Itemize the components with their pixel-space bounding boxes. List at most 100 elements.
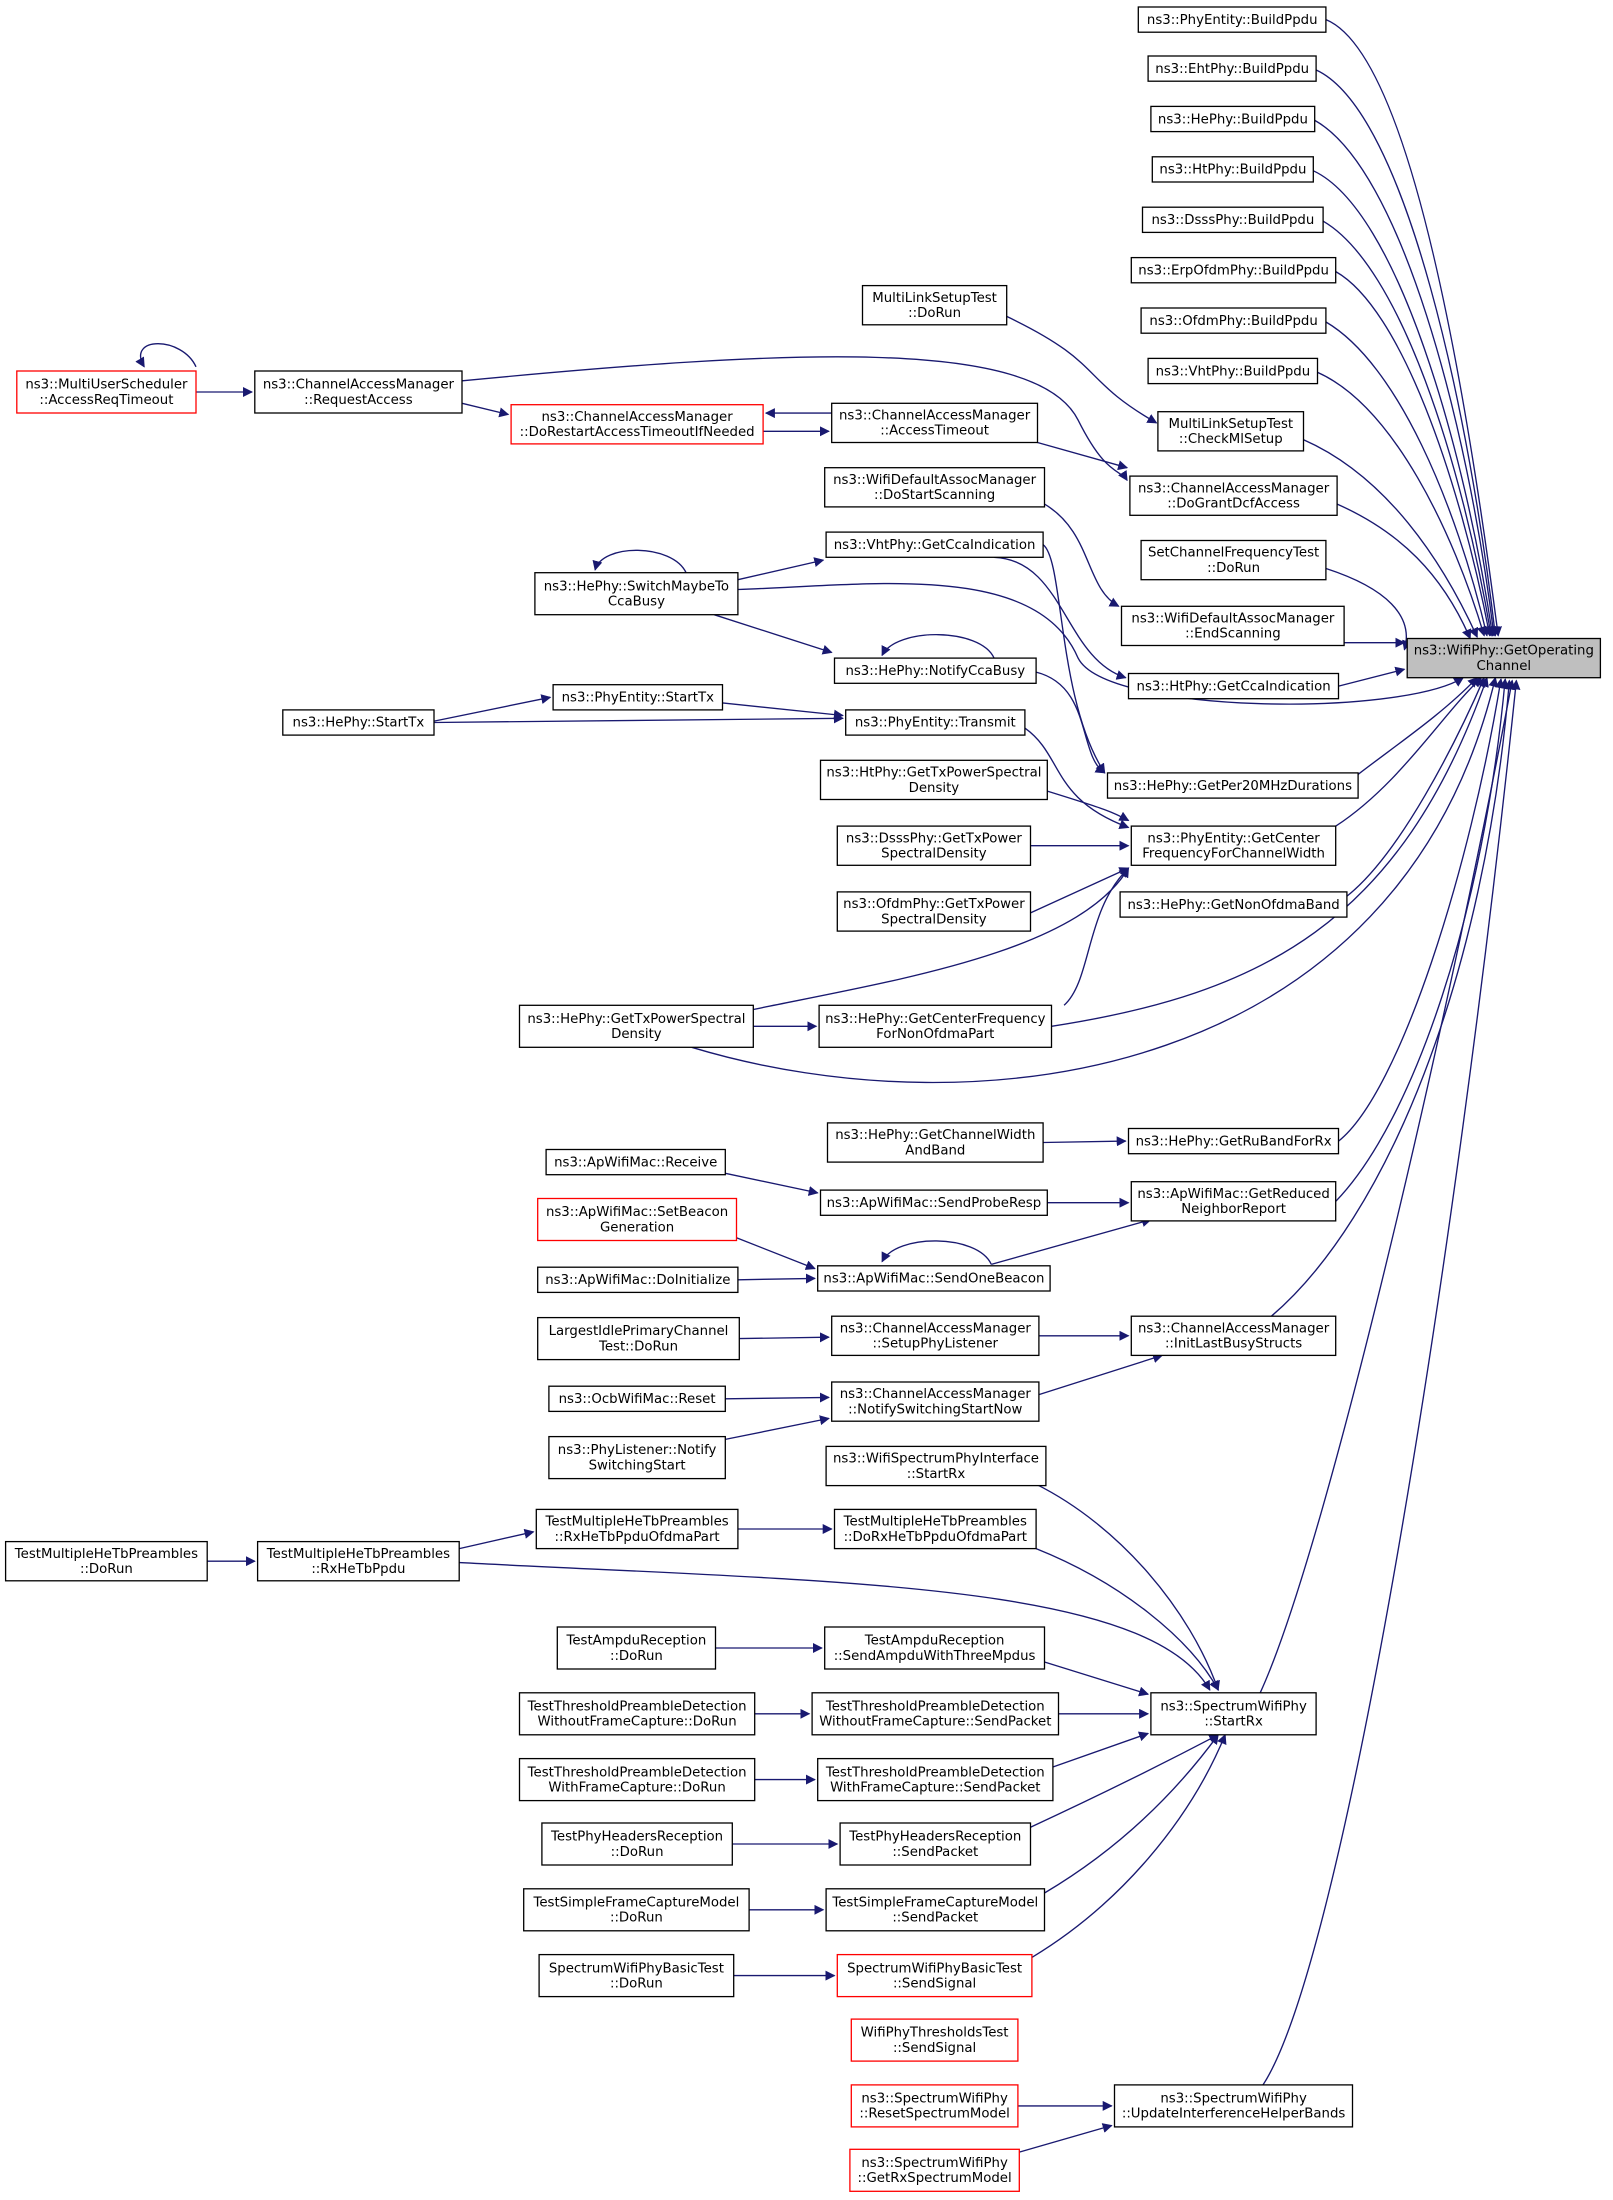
node-ofdmphy-buildppdu[interactable]: ns3::OfdmPhy::BuildPpdu bbox=[1140, 307, 1327, 334]
node-label: ns3::VhtPhy::BuildPpdu bbox=[1156, 364, 1311, 379]
node-dsssphy-buildppdu[interactable]: ns3::DsssPhy::BuildPpdu bbox=[1141, 206, 1324, 234]
node-apmac-doinit[interactable]: ns3::ApWifiMac::DoInitialize bbox=[537, 1266, 739, 1294]
node-tar-dorun[interactable]: TestAmpduReception::DoRun bbox=[556, 1626, 717, 1670]
node-ttpd-w-dorun[interactable]: TestThresholdPreambleDetectionWithFrameC… bbox=[518, 1757, 756, 1802]
node-swpbt-dorun[interactable]: SpectrumWifiPhyBasicTest::DoRun bbox=[538, 1953, 735, 1998]
node-swp-getrxmodel[interactable]: ns3::SpectrumWifiPhy::GetRxSpectrumModel bbox=[849, 2148, 1020, 2192]
node-label: ::AccessReqTimeout bbox=[39, 393, 173, 408]
node-label: TestSimpleFrameCaptureModel bbox=[831, 1896, 1038, 1911]
call-edge bbox=[1346, 676, 1486, 897]
node-phyentity-buildppdu[interactable]: ns3::PhyEntity::BuildPpdu bbox=[1137, 6, 1327, 33]
node-tmhtp-rxhetbppdu[interactable]: TestMultipleHeTbPreambles::RxHeTbPpdu bbox=[256, 1540, 460, 1582]
node-htphy-buildppdu[interactable]: ns3::HtPhy::BuildPpdu bbox=[1151, 156, 1314, 183]
node-cam-dorestart[interactable]: ns3::ChannelAccessManager::DoRestartAcce… bbox=[510, 404, 764, 445]
node-tsfcm-send[interactable]: TestSimpleFrameCaptureModel::SendPacket bbox=[825, 1888, 1046, 1932]
node-swpbt-send[interactable]: SpectrumWifiPhyBasicTest::SendSignal bbox=[836, 1953, 1033, 1998]
node-mlst-dorun[interactable]: MultiLinkSetupTest::DoRun bbox=[861, 284, 1008, 326]
node-wptt-send[interactable]: WifiPhyThresholdsTest::SendSignal bbox=[850, 2018, 1019, 2062]
node-swp-updateinterf[interactable]: ns3::SpectrumWifiPhy::UpdateInterference… bbox=[1113, 2084, 1354, 2128]
node-swp-startrx[interactable]: ns3::SpectrumWifiPhy::StartRx bbox=[1150, 1692, 1317, 1736]
node-cam-dogrant[interactable]: ns3::ChannelAccessManager::DoGrantDcfAcc… bbox=[1129, 475, 1338, 516]
call-edge bbox=[691, 676, 1499, 1084]
node-wdam-endscan[interactable]: ns3::WifiDefaultAssocManager::EndScannin… bbox=[1120, 605, 1345, 647]
node-ttpd-wo-dorun[interactable]: TestThresholdPreambleDetectionWithoutFra… bbox=[518, 1692, 756, 1736]
node-ht-getcca[interactable]: ns3::HtPhy::GetCcaIndication bbox=[1127, 672, 1340, 700]
node-cam-accesstimeout[interactable]: ns3::ChannelAccessManager::AccessTimeout bbox=[831, 402, 1039, 444]
node-erpofdmphy-buildppdu[interactable]: ns3::ErpOfdmPhy::BuildPpdu bbox=[1130, 256, 1337, 284]
node-cam-setupphy[interactable]: ns3::ChannelAccessManager::SetupPhyListe… bbox=[831, 1315, 1040, 1357]
node-ocb-reset[interactable]: ns3::OcbWifiMac::Reset bbox=[548, 1385, 726, 1413]
node-cam-initlast[interactable]: ns3::ChannelAccessManager::InitLastBusyS… bbox=[1130, 1315, 1337, 1357]
node-apmac-sendonebeacon[interactable]: ns3::ApWifiMac::SendOneBeacon bbox=[817, 1265, 1051, 1292]
node-mlst-checkml[interactable]: MultiLinkSetupTest::CheckMlSetup bbox=[1157, 411, 1305, 452]
node-tmhtp-dorxofdma[interactable]: TestMultipleHeTbPreambles::DoRxHeTbPpduO… bbox=[833, 1508, 1037, 1550]
recursive-call-edge bbox=[881, 1240, 992, 1265]
node-label: ::DoRun bbox=[610, 1649, 663, 1664]
node-box bbox=[534, 572, 739, 616]
node-label: ns3::HePhy::GetTxPowerSpectral bbox=[527, 1012, 745, 1027]
node-box bbox=[1129, 475, 1338, 516]
call-edge bbox=[713, 614, 833, 655]
node-label: ns3::HtPhy::GetTxPowerSpectral bbox=[826, 766, 1041, 781]
node-hephy-buildppdu[interactable]: ns3::HePhy::BuildPpdu bbox=[1150, 105, 1316, 133]
call-edge bbox=[1024, 727, 1130, 830]
node-he-getper20[interactable]: ns3::HePhy::GetPer20MHzDurations bbox=[1106, 772, 1359, 799]
node-tsfcm-dorun[interactable]: TestSimpleFrameCaptureModel::DoRun bbox=[523, 1888, 750, 1932]
node-tar-sendampdu[interactable]: TestAmpduReception::SendAmpduWithThreeMp… bbox=[824, 1626, 1046, 1670]
node-he-getruband[interactable]: ns3::HePhy::GetRuBandForRx bbox=[1127, 1127, 1340, 1155]
node-tmhtp-dorun[interactable]: TestMultipleHeTbPreambles::DoRun bbox=[4, 1540, 208, 1582]
node-box bbox=[538, 1953, 735, 1998]
node-vht-getcca[interactable]: ns3::VhtPhy::GetCcaIndication bbox=[825, 531, 1044, 558]
node-label: ::SendAmpduWithThreeMpdus bbox=[834, 1649, 1036, 1664]
node-ttpd-w-send[interactable]: TestThresholdPreambleDetectionWithFrameC… bbox=[817, 1757, 1054, 1802]
node-vhtphy-buildppdu[interactable]: ns3::VhtPhy::BuildPpdu bbox=[1147, 357, 1319, 385]
node-label: ns3::ChannelAccessManager bbox=[263, 378, 455, 393]
node-label: ns3::ErpOfdmPhy::BuildPpdu bbox=[1138, 264, 1329, 279]
node-tmhtp-rxofdma[interactable]: TestMultipleHeTbPreambles::RxHeTbPpduOfd… bbox=[535, 1508, 739, 1550]
node-label: Density bbox=[611, 1027, 662, 1042]
node-scft-dorun[interactable]: SetChannelFrequencyTest::DoRun bbox=[1140, 539, 1327, 581]
node-box bbox=[1120, 605, 1345, 647]
node-box bbox=[1130, 1181, 1337, 1222]
node-ttpd-wo-send[interactable]: TestThresholdPreambleDetectionWithoutFra… bbox=[811, 1692, 1060, 1736]
node-box bbox=[518, 1004, 754, 1048]
node-apmac-sendprobe[interactable]: ns3::ApWifiMac::SendProbeResp bbox=[819, 1189, 1048, 1216]
node-tphr-dorun[interactable]: TestPhyHeadersReception::DoRun bbox=[541, 1822, 733, 1866]
node-label: ::AccessTimeout bbox=[880, 424, 989, 439]
node-pe-starttx[interactable]: ns3::PhyEntity::StartTx bbox=[552, 684, 724, 711]
node-wdam-dostart[interactable]: ns3::WifiDefaultAssocManager::DoStartSca… bbox=[824, 467, 1046, 508]
call-edge bbox=[1044, 503, 1120, 607]
node-tphr-send[interactable]: TestPhyHeadersReception::SendPacket bbox=[839, 1822, 1032, 1866]
node-label: ns3::PhyEntity::Transmit bbox=[855, 716, 1016, 731]
node-he-getcenternonofdma[interactable]: ns3::HePhy::GetCenterFrequencyForNonOfdm… bbox=[818, 1004, 1053, 1048]
node-he-starttx[interactable]: ns3::HePhy::StartTx bbox=[282, 709, 435, 736]
node-swp-reset[interactable]: ns3::SpectrumWifiPhy::ResetSpectrumModel bbox=[850, 2084, 1019, 2128]
node-label: SpectrumWifiPhyBasicTest bbox=[549, 1961, 724, 1976]
node-apmac-receive[interactable]: ns3::ApWifiMac::Receive bbox=[545, 1148, 726, 1176]
node-pe-getcenter[interactable]: ns3::PhyEntity::GetCenterFrequencyForCha… bbox=[1130, 825, 1337, 866]
node-he-notifycca[interactable]: ns3::HePhy::NotifyCcaBusy bbox=[833, 657, 1037, 684]
node-pe-transmit[interactable]: ns3::PhyEntity::Transmit bbox=[845, 709, 1026, 736]
node-label: SetChannelFrequencyTest bbox=[1148, 546, 1319, 561]
call-edge bbox=[1047, 790, 1130, 822]
node-wspi-startrx[interactable]: ns3::WifiSpectrumPhyInterface::StartRx bbox=[825, 1445, 1047, 1487]
node-pl-notifyswitch[interactable]: ns3::PhyListener::NotifySwitchingStart bbox=[548, 1435, 726, 1480]
node-he-getnonofdma[interactable]: ns3::HePhy::GetNonOfdmaBand bbox=[1119, 891, 1348, 918]
node-ehtphy-buildppdu[interactable]: ns3::EhtPhy::BuildPpdu bbox=[1147, 55, 1317, 82]
node-mus-accessreq[interactable]: ns3::MultiUserScheduler::AccessReqTimeou… bbox=[16, 370, 197, 414]
node-box bbox=[1106, 772, 1359, 799]
node-box bbox=[1140, 307, 1327, 334]
node-cam-notifyswitch[interactable]: ns3::ChannelAccessManager::NotifySwitchi… bbox=[831, 1381, 1040, 1422]
node-cam-requestaccess[interactable]: ns3::ChannelAccessManager::RequestAccess bbox=[254, 370, 463, 414]
